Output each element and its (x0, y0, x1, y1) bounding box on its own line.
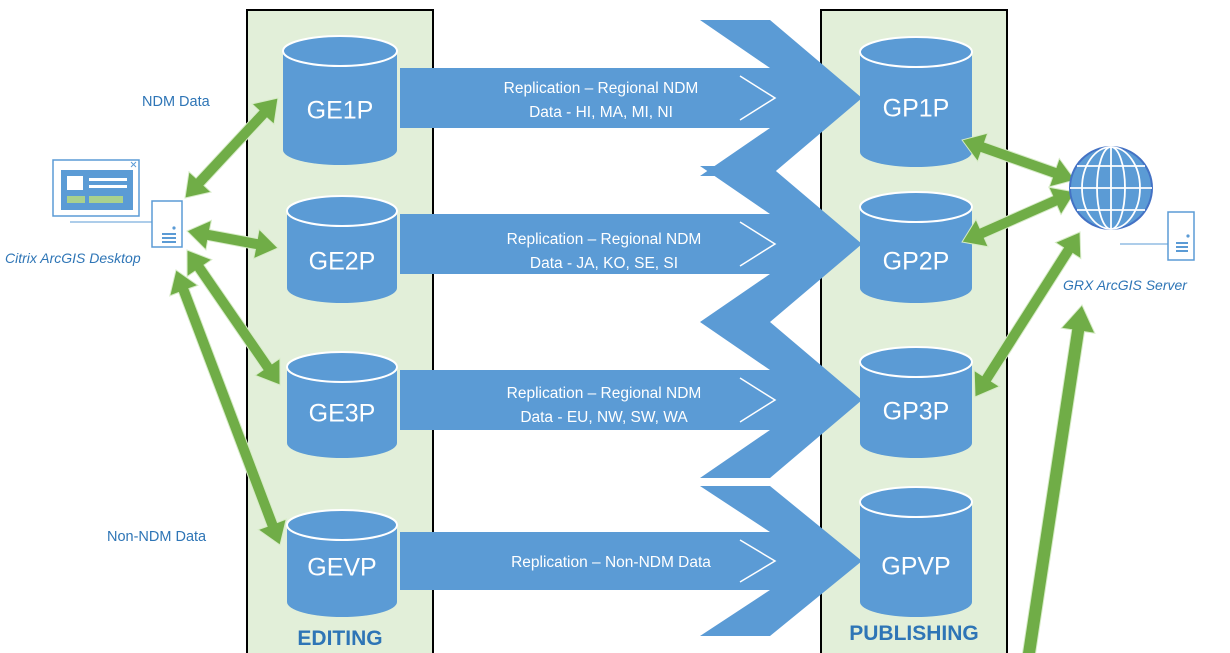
server-label: GRX ArcGIS Server (1063, 277, 1188, 293)
connector-desktop-ge1p (184, 97, 279, 199)
publishing-label: PUBLISHING (849, 622, 979, 645)
ndm-data-label: NDM Data (142, 94, 211, 110)
db-label-gp1p: GP1P (883, 95, 950, 123)
replication-1-line1: Replication – Regional NDM (504, 80, 699, 97)
db-label-gpvp: GPVP (881, 553, 950, 581)
connector-arrows (169, 97, 1096, 653)
database-ge3p (286, 351, 398, 458)
server-tower-icon (1120, 211, 1195, 261)
desktop-server-tower-icon (151, 200, 183, 248)
db-label-gp3p: GP3P (883, 398, 950, 426)
connector-desktop-gevp (169, 269, 287, 546)
desktop-label: Citrix ArcGIS Desktop (5, 250, 141, 266)
db-label-ge3p: GE3P (309, 400, 376, 428)
replication-arrow-2 (400, 166, 862, 322)
database-ge2p (286, 195, 398, 303)
db-label-gevp: GEVP (307, 554, 376, 582)
connector-server-up (1022, 304, 1096, 653)
replication-2-line2: Data - JA, KO, SE, SI (530, 255, 678, 272)
replication-arrow-3 (400, 322, 862, 478)
db-label-gp2p: GP2P (883, 248, 950, 276)
replication-3-line1: Replication – Regional NDM (507, 385, 702, 402)
db-label-ge2p: GE2P (309, 248, 376, 276)
replication-2-line1: Replication – Regional NDM (507, 231, 702, 248)
connector-desktop-ge3p (186, 249, 281, 386)
database-gp3p (859, 346, 973, 458)
replication-4-line1: Replication – Non-NDM Data (511, 554, 711, 571)
replication-1-line2: Data - HI, MA, MI, NI (529, 104, 673, 121)
connector-desktop-ge2p (186, 219, 279, 260)
replication-arrow-4 (400, 486, 862, 636)
connector-gp3p-globe (973, 231, 1082, 398)
globe-icon (1069, 146, 1153, 230)
database-gpvp (859, 486, 973, 617)
database-gevp (286, 509, 398, 617)
application-window-icon (52, 159, 152, 223)
database-gp2p (859, 191, 973, 303)
replication-arrow-1 (400, 20, 862, 176)
editing-label: EDITING (297, 627, 382, 650)
replication-3-line2: Data - EU, NW, SW, WA (520, 409, 688, 426)
database-ge1p (282, 35, 398, 165)
db-label-ge1p: GE1P (307, 97, 374, 125)
database-gp1p (859, 36, 973, 167)
non-ndm-data-label: Non-NDM Data (107, 529, 207, 545)
